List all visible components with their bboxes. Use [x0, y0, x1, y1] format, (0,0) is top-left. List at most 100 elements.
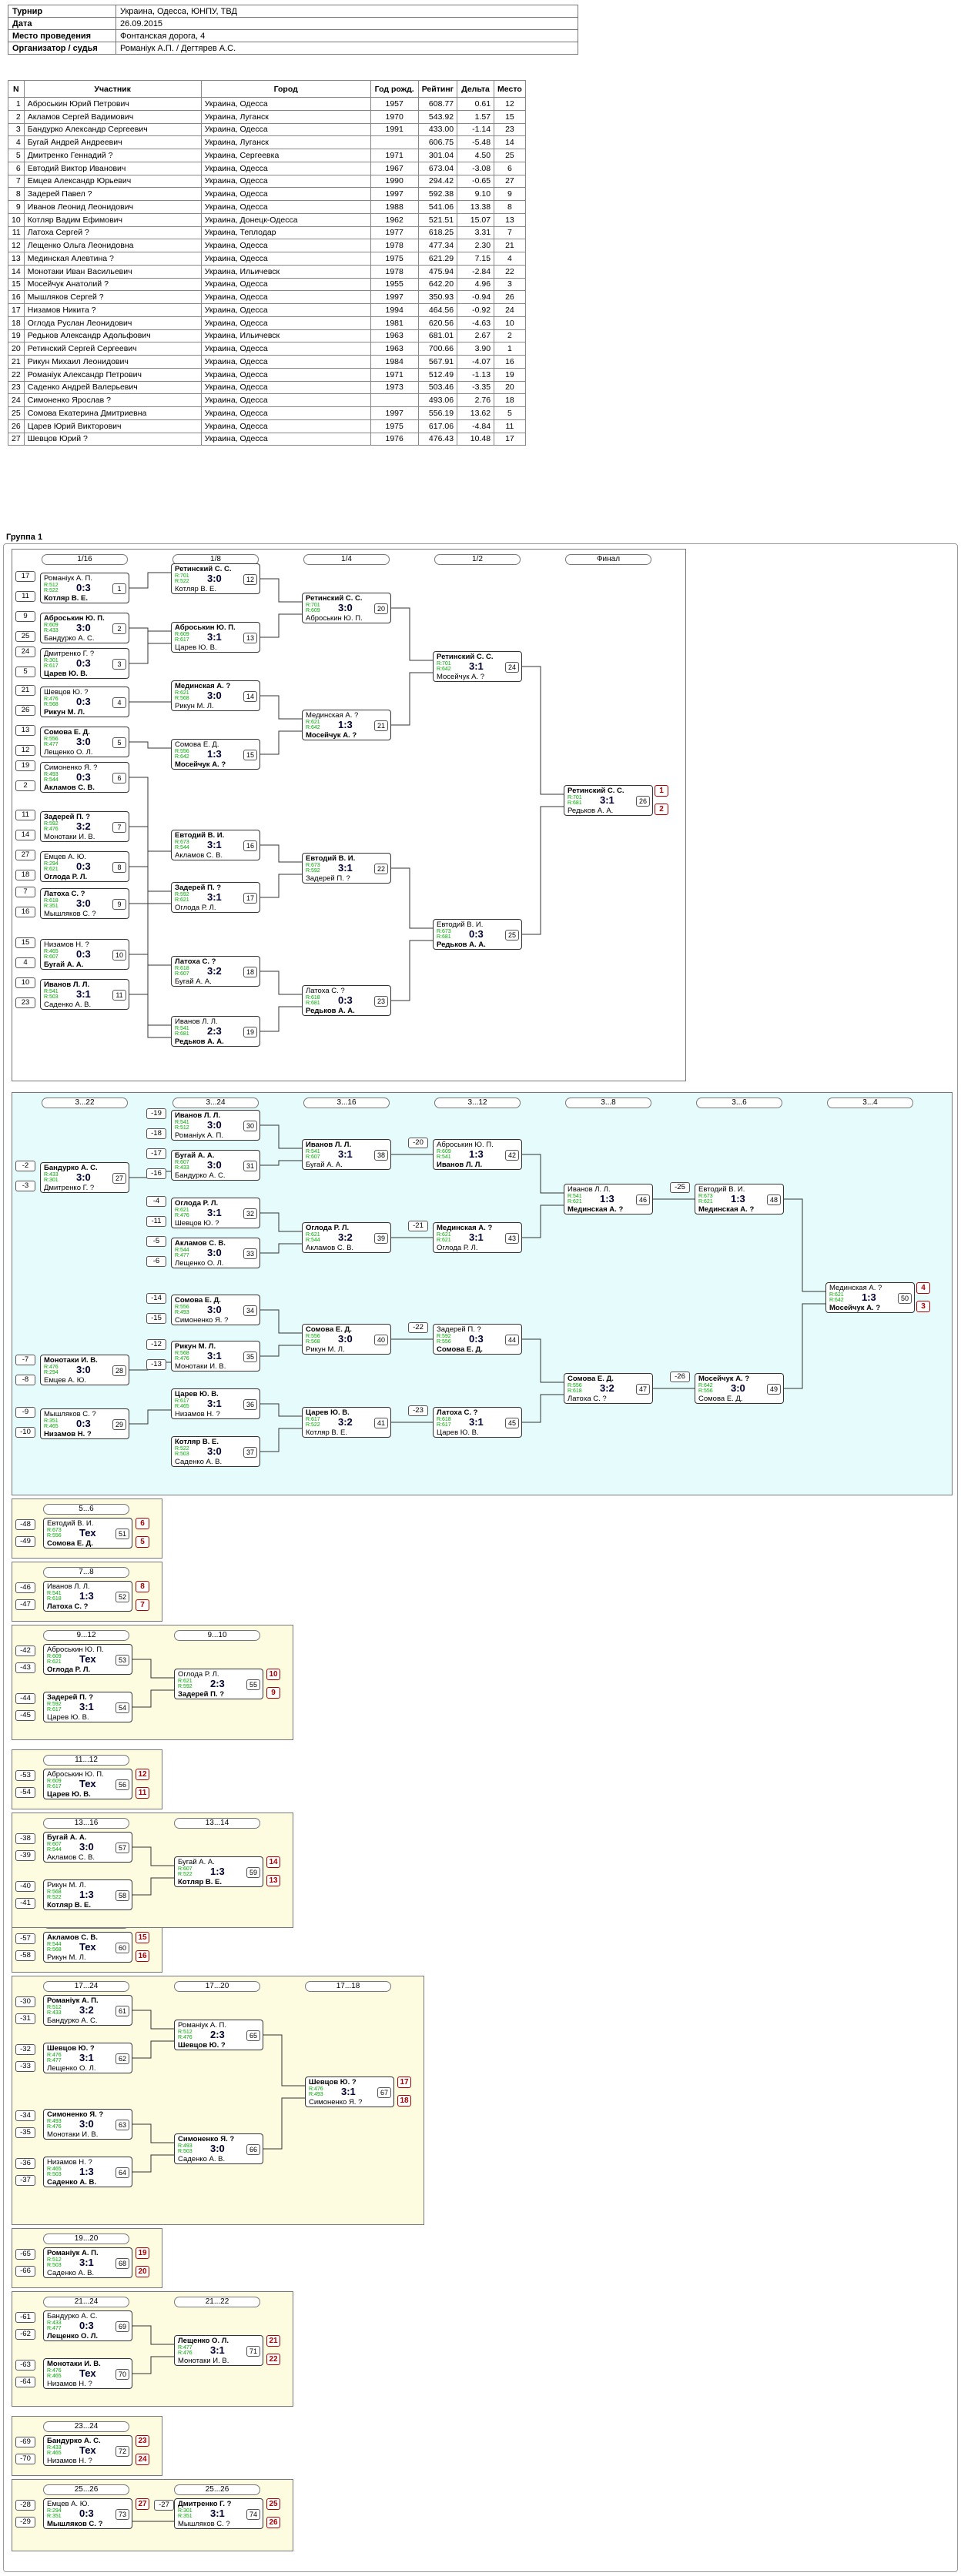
player-name: Романiук А. П. [175, 1131, 224, 1140]
table-cell: 1962 [370, 212, 419, 227]
table-cell: 16 [8, 290, 25, 304]
player-name: Сомова Е. Д. [568, 1375, 614, 1383]
player-rating: R:556 [306, 1334, 320, 1339]
seed-number: -15 [146, 1313, 166, 1324]
player-name: Симоненко Я. ? [44, 763, 98, 772]
table-cell: Украина, Одесса [200, 277, 371, 292]
player-name: Иванов Л. Л. [47, 1582, 90, 1591]
table-cell: 6 [494, 161, 526, 175]
player-rating: R:477 [44, 742, 59, 747]
player-rating: R:541 [306, 1149, 320, 1154]
game-number: 36 [243, 1399, 257, 1410]
player-name: Рикун М. Л. [47, 1953, 86, 1962]
player-name: Саденко А. В. [178, 2155, 226, 2163]
table-cell [370, 135, 419, 149]
game-number: 47 [636, 1384, 650, 1395]
player-name: Иванов Л. Л. [175, 1111, 221, 1120]
player-rating: R:673 [306, 863, 320, 868]
player-rating: R:609 [306, 608, 320, 613]
table-cell: -3.08 [457, 161, 495, 175]
player-rating: R:621 [175, 690, 189, 696]
seed-number: -29 [15, 2517, 35, 2528]
game-number: 21 [374, 720, 388, 731]
match-score: 3:0 [76, 622, 91, 633]
player-name: Иванов Л. Л. [306, 1141, 352, 1149]
player-rating: R:701 [306, 603, 320, 608]
connector-line [784, 1198, 825, 1292]
player-name: Оглода Р. Л. [437, 1244, 478, 1252]
player-name: Монотаки И. В. [44, 833, 95, 841]
player-name: Евтодий В. И. [47, 1519, 94, 1528]
table-cell: 567.91 [417, 355, 458, 369]
table-cell: 26 [494, 290, 526, 304]
seed-number: -2 [15, 1161, 35, 1171]
match-score: 3:0 [76, 897, 91, 909]
table-cell: 541.06 [417, 200, 458, 214]
player-rating: R:512 [175, 1125, 189, 1131]
place-badge: 4 [916, 1282, 930, 1294]
player-name: Акламов С. В. [44, 783, 95, 792]
match-score: 3:0 [207, 1247, 222, 1258]
game-number: 25 [505, 930, 519, 941]
player-rating: R:503 [175, 1452, 189, 1457]
table-cell: 1 [494, 342, 526, 356]
info-value: Романiук А.П. / Дегтярев А.С. [116, 42, 578, 55]
table-cell: 23 [494, 122, 526, 137]
player-rating: R:617 [437, 1422, 451, 1428]
player-rating: R:607 [175, 971, 189, 977]
game-number: 24 [505, 662, 519, 673]
table-cell: Украина, Ильичевск [200, 264, 371, 279]
player-rating: R:493 [309, 2092, 323, 2097]
seed-number: -11 [146, 1216, 166, 1227]
round-label: 21...24 [43, 2297, 129, 2307]
round-label: 3...16 [303, 1098, 390, 1108]
table-cell: Украина, Одесса [200, 342, 371, 356]
player-rating: R:617 [47, 1707, 62, 1712]
table-cell: Украина, Луганск [200, 135, 371, 149]
match-score: 1:3 [600, 1193, 614, 1204]
player-name: Романiук А. П. [44, 574, 93, 583]
game-number: 2 [112, 623, 126, 634]
table-cell: 464.56 [417, 303, 458, 317]
player-name: Акламов С. В. [175, 851, 223, 860]
game-number: 57 [116, 1843, 129, 1853]
player-rating: R:477 [175, 1253, 189, 1258]
player-rating: R:607 [47, 1842, 62, 1847]
player-name: Котляр В. Е. [306, 1428, 347, 1437]
player-rating: R:568 [175, 696, 189, 701]
player-name: Оглода Р. Л. [175, 904, 216, 912]
place-badge: 16 [136, 1950, 149, 1962]
seed-number: -21 [408, 1221, 428, 1231]
player-name: Мышляков С. ? [178, 2520, 230, 2528]
game-number: 56 [116, 1779, 129, 1790]
player-rating: R:556 [437, 1339, 451, 1345]
player-rating: R:503 [47, 2172, 62, 2177]
player-rating: R:477 [178, 2345, 193, 2350]
place-badge: 11 [136, 1787, 149, 1799]
player-name: Бандурко А. С. [44, 1164, 98, 1172]
player-name: Акламов С. В. [306, 1244, 354, 1252]
connector-line [522, 1338, 564, 1383]
player-name: Латоха С. ? [568, 1395, 607, 1403]
seed-number: -13 [146, 1359, 166, 1370]
player-rating: R:556 [568, 1383, 582, 1388]
match-score: 0:3 [469, 1333, 484, 1345]
game-number: 68 [116, 2258, 129, 2269]
player-rating: R:621 [437, 1238, 451, 1243]
seed-number: -12 [146, 1339, 166, 1350]
match-score: Тех [79, 1778, 96, 1789]
table-cell: Украина, Одесса [200, 174, 371, 189]
place-badge: 19 [136, 2247, 149, 2259]
table-cell: 3.90 [457, 342, 495, 356]
table-cell: 11 [494, 419, 526, 433]
seed-number: -66 [15, 2266, 35, 2277]
table-cell: Задерей Павел ? [23, 187, 202, 201]
